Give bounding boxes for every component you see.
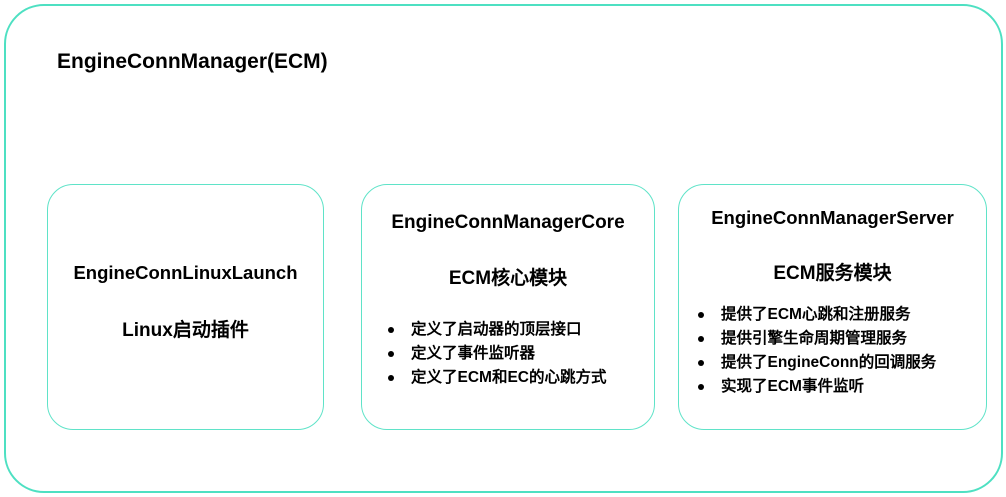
module-feature-list-core: 定义了启动器的顶层接口 定义了事件监听器 定义了ECM和EC的心跳方式 <box>385 318 644 390</box>
list-item-label: 提供了ECM心跳和注册服务 <box>721 306 911 323</box>
list-item: 定义了启动器的顶层接口 <box>385 318 644 342</box>
module-card-engine-conn-manager-core: EngineConnManagerCore ECM核心模块 定义了启动器的顶层接… <box>361 184 655 430</box>
ecm-outer-container: EngineConnManager(ECM) EngineConnLinuxLa… <box>4 4 1003 493</box>
module-title-engine-conn-linux-launch: EngineConnLinuxLaunch <box>73 262 298 283</box>
module-card-engine-conn-manager-server: EngineConnManagerServer ECM服务模块 提供了ECM心跳… <box>678 184 987 430</box>
bullet-dot-icon <box>698 312 704 318</box>
list-item-label: 提供引擎生命周期管理服务 <box>721 330 908 347</box>
bullet-dot-icon <box>388 351 394 357</box>
list-item-label: 实现了ECM事件监听 <box>721 378 864 395</box>
list-item-label: 提供了EngineConn的回调服务 <box>721 354 937 371</box>
module-card-engine-conn-linux-launch: EngineConnLinuxLaunch Linux启动插件 <box>47 184 324 430</box>
module-title-engine-conn-manager-core: EngineConnManagerCore <box>391 212 625 233</box>
module-title-engine-conn-manager-server: EngineConnManagerServer <box>711 207 954 228</box>
module-subtitle-engine-conn-linux-launch: Linux启动插件 <box>122 320 249 341</box>
bullet-dot-icon <box>698 336 704 342</box>
list-item: 提供了ECM心跳和注册服务 <box>695 303 978 327</box>
list-item-label: 定义了启动器的顶层接口 <box>411 321 582 338</box>
list-item: 实现了ECM事件监听 <box>695 375 978 399</box>
bullet-dot-icon <box>388 375 394 381</box>
list-item: 定义了ECM和EC的心跳方式 <box>385 366 644 390</box>
ecm-title: EngineConnManager(ECM) <box>57 50 328 73</box>
list-item-label: 定义了事件监听器 <box>411 345 536 362</box>
module-subtitle-engine-conn-manager-core: ECM核心模块 <box>448 268 568 289</box>
list-item: 提供了EngineConn的回调服务 <box>695 351 978 375</box>
list-item-label: 定义了ECM和EC的心跳方式 <box>411 369 607 386</box>
list-item: 提供引擎生命周期管理服务 <box>695 327 978 351</box>
bullet-dot-icon <box>698 384 704 390</box>
module-subtitle-engine-conn-manager-server: ECM服务模块 <box>773 263 892 284</box>
list-item: 定义了事件监听器 <box>385 342 644 366</box>
bullet-dot-icon <box>698 360 704 366</box>
bullet-dot-icon <box>388 327 394 333</box>
module-feature-list-server: 提供了ECM心跳和注册服务 提供引擎生命周期管理服务 提供了EngineConn… <box>695 303 978 399</box>
